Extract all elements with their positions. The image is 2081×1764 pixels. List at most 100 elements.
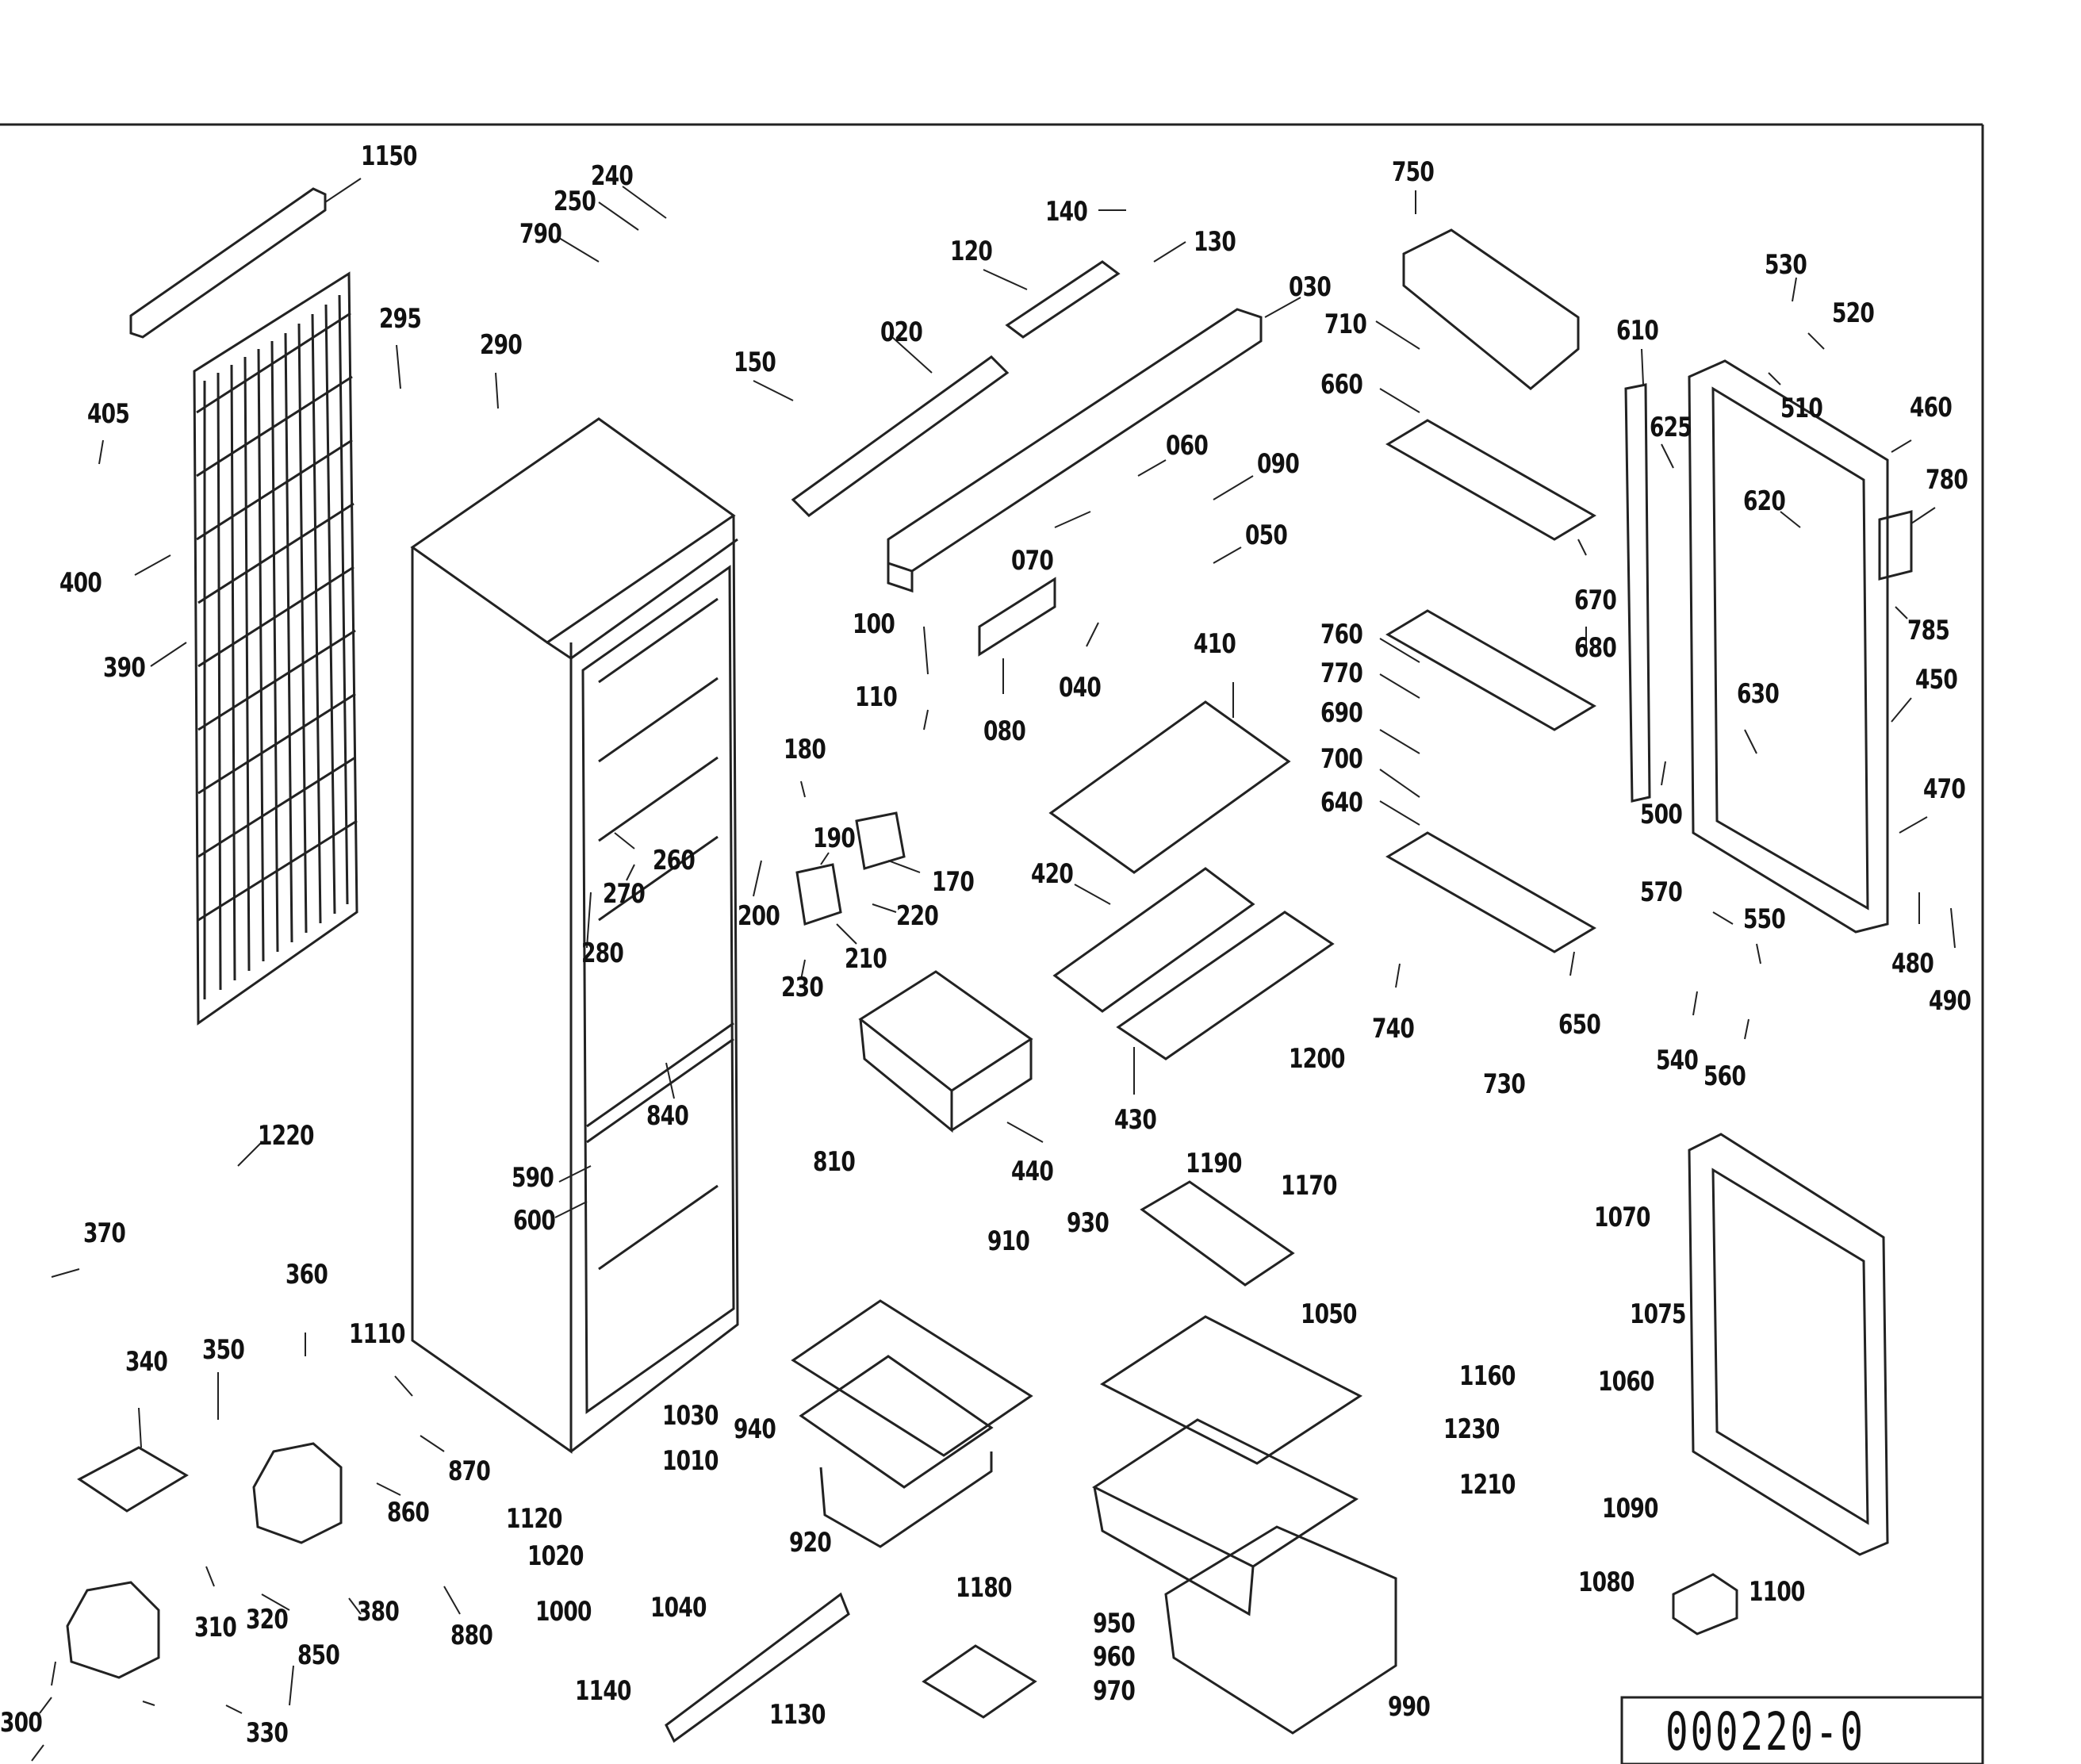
part-label: 1010 [662,1445,719,1477]
part-label: 310 [194,1612,237,1643]
cabinet [410,417,739,1454]
part-label: 340 [125,1346,168,1378]
part-label: 770 [1320,658,1363,689]
part-label: 120 [950,236,993,267]
hinge-strip-610 [1624,383,1651,803]
part-label: 1130 [769,1699,826,1731]
freezer-basket [819,1451,993,1548]
part-label: 320 [246,1604,289,1636]
part-label: 1180 [956,1572,1012,1604]
part-label: 750 [1392,156,1435,188]
door-shelf-680 [1385,609,1596,731]
part-label: 180 [784,734,826,765]
diagram-id: 000220-0 [1665,1701,1865,1762]
part-label: 785 [1907,615,1950,646]
fan-motor [795,863,842,926]
bracket-340 [77,1446,189,1513]
part-label: 1110 [349,1318,405,1350]
door-bin-750 [1402,228,1580,390]
part-label: 710 [1324,309,1367,340]
control-board [791,355,1010,517]
part-label: 450 [1915,664,1958,696]
part-label: 790 [519,218,562,250]
compressor-lower [66,1581,160,1679]
part-label: 620 [1743,485,1786,517]
part-label: 630 [1737,678,1780,710]
part-label: 990 [1388,1691,1431,1723]
part-label: 1100 [1749,1576,1805,1608]
part-label: 870 [448,1455,491,1487]
part-label: 1160 [1459,1360,1516,1392]
part-label: 370 [83,1218,126,1249]
part-label: 590 [512,1162,554,1194]
part-label: 880 [450,1620,493,1651]
part-label: 050 [1245,520,1288,551]
part-label: 480 [1891,948,1934,980]
part-label: 490 [1929,985,1972,1017]
fan-cover [855,811,906,870]
part-label: 030 [1289,271,1332,303]
part-label: 250 [554,186,596,217]
glass-shelf-430 [1116,911,1335,1060]
part-label: 1050 [1301,1298,1357,1330]
part-label: 220 [896,900,939,932]
part-label: 430 [1114,1104,1157,1136]
part-label: 1150 [361,140,417,172]
part-label: 1170 [1281,1170,1337,1202]
part-label: 260 [653,845,696,876]
part-label: 300 [0,1707,43,1739]
part-label: 1080 [1578,1567,1635,1598]
part-label: 280 [581,938,624,969]
glass-shelf-410 [1048,700,1291,874]
part-label: 170 [932,866,975,898]
part-label: 840 [646,1100,689,1132]
id-box [1620,1696,1984,1764]
part-label: 660 [1320,369,1363,401]
freezer-tray-920 [799,1355,994,1489]
part-label: 680 [1574,632,1617,664]
part-label: 970 [1093,1675,1136,1707]
part-label: 410 [1194,628,1236,660]
part-label: 420 [1031,858,1074,890]
crisper-440 [858,970,1033,1133]
ice-tray-1190 [1140,1180,1295,1287]
part-label: 210 [845,943,887,975]
part-label: 910 [987,1225,1030,1257]
part-label: 140 [1045,196,1088,228]
part-label: 1020 [527,1540,584,1572]
part-label: 1120 [506,1503,562,1535]
part-label: 625 [1650,412,1692,443]
part-label: 240 [591,160,634,192]
part-label: 610 [1616,315,1659,347]
part-label: 1210 [1459,1469,1516,1501]
part-label: 1220 [258,1120,314,1152]
part-label: 560 [1704,1060,1746,1092]
part-label: 510 [1780,393,1823,424]
part-label: 100 [853,608,895,640]
door-shelf-640 [1385,831,1596,953]
part-label: 040 [1059,672,1102,704]
glass-shelf-420 [1052,867,1255,1013]
part-label: 920 [789,1527,832,1559]
part-label: 1000 [535,1596,592,1628]
part-label: 090 [1257,448,1300,480]
freezer-tray-910 [791,1299,1033,1457]
part-label: 1040 [650,1592,707,1624]
part-label: 440 [1011,1156,1054,1187]
part-label: 330 [246,1717,289,1749]
part-label: 360 [286,1259,328,1290]
part-label: 860 [387,1497,430,1528]
upper-door [1688,359,1889,934]
condenser-coil [193,271,358,1026]
part-label: 1030 [662,1400,719,1432]
part-label: 080 [983,715,1026,747]
part-label: 470 [1923,773,1966,805]
part-label: 400 [59,567,102,599]
part-label: 390 [103,652,146,684]
part-label: 270 [603,878,646,910]
part-label: 1075 [1630,1298,1686,1330]
part-label: 740 [1372,1013,1415,1045]
part-label: 930 [1067,1207,1109,1239]
part-label: 190 [813,823,856,854]
